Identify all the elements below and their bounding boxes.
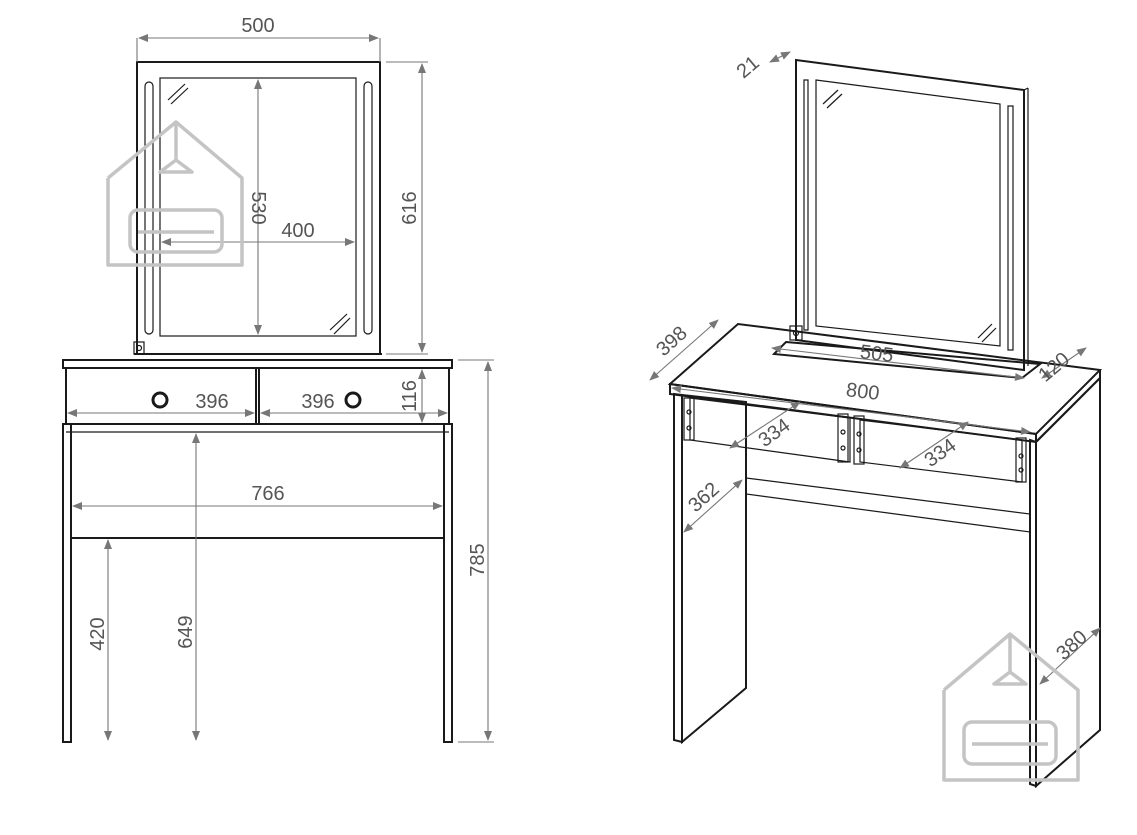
glass-glint-bottom <box>329 313 348 331</box>
dim-mirror-base-depth: 120 <box>1034 348 1074 386</box>
front-view: 500 616 530 400 396 396 116 766 785 649 … <box>62 15 494 743</box>
mirror-bracket <box>133 341 145 355</box>
led-strip-right <box>363 81 373 335</box>
iso-back-rail <box>745 477 1031 533</box>
dim-mirror-base-width: 505 <box>859 341 895 367</box>
dim-drawer-right-width: 396 <box>301 391 334 413</box>
dim-glass-height: 530 <box>247 191 269 224</box>
glass-glint-top <box>167 83 186 101</box>
iso-leg-left <box>673 392 683 744</box>
dim-mirror-depth: 21 <box>733 52 764 83</box>
dim-drawer-left-width: 396 <box>195 391 228 413</box>
iso-mirror-base <box>771 340 1043 380</box>
dim-glass-width: 400 <box>281 220 314 242</box>
watermark-logo-bottom-right <box>942 632 1080 782</box>
iso-mirror-frame <box>795 58 1025 372</box>
dim-inner-width: 766 <box>251 483 284 505</box>
led-strip-left <box>144 81 154 335</box>
drawer-knob-left <box>151 391 169 409</box>
dim-shelf-height: 420 <box>87 617 109 650</box>
dim-drawer-right-width: 334 <box>921 434 961 471</box>
dim-drawer-depth: 362 <box>684 478 724 517</box>
mirror-glass <box>159 77 357 337</box>
dim-top-depth: 398 <box>652 322 692 361</box>
iso-mirror-glass <box>815 79 1001 347</box>
drawer-knob-right <box>344 391 362 409</box>
dim-drawer-left-width: 334 <box>755 414 795 451</box>
watermark-logo-top-left <box>106 120 244 267</box>
leg-right <box>443 423 453 743</box>
dim-mirror-width: 500 <box>241 15 274 37</box>
dim-drawer-height: 116 <box>399 380 421 412</box>
dim-top-width: 800 <box>845 379 881 405</box>
leg-left <box>62 423 72 743</box>
dim-leg-depth: 380 <box>1052 626 1092 665</box>
iso-view: 21 398 505 120 800 334 334 362 380 <box>649 51 1103 789</box>
iso-table-top <box>667 322 1103 436</box>
dim-mirror-height: 616 <box>399 191 421 224</box>
table-top <box>62 359 453 369</box>
dim-knee-height: 649 <box>175 615 197 648</box>
dim-table-height: 785 <box>467 543 489 576</box>
